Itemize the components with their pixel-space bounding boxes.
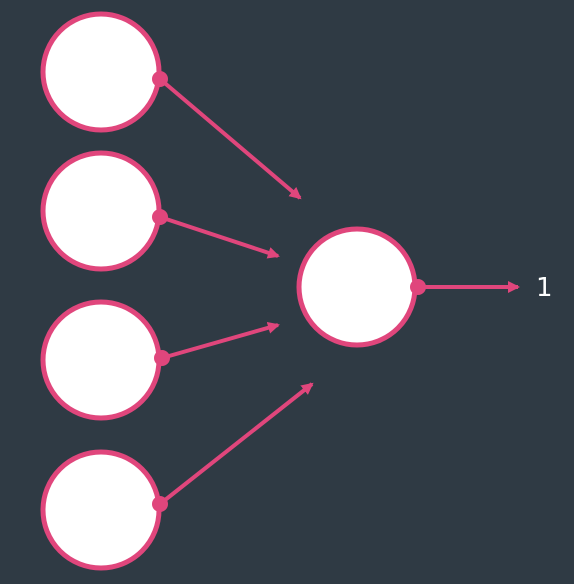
dot-input-2 bbox=[152, 209, 168, 225]
arrow-input-1-to-neuron bbox=[158, 77, 302, 200]
arrow-input-3-to-neuron bbox=[161, 321, 280, 360]
arrow-input-2-to-neuron bbox=[159, 215, 280, 259]
dot-input-4 bbox=[152, 496, 168, 512]
connections bbox=[158, 77, 520, 506]
output-value-label: 1 bbox=[536, 273, 553, 303]
neuron-node bbox=[296, 226, 418, 348]
input-node-4 bbox=[40, 449, 162, 571]
dot-neuron-out bbox=[410, 279, 426, 295]
input-layer bbox=[40, 11, 162, 571]
dot-input-1 bbox=[152, 71, 168, 87]
input-node-2 bbox=[40, 150, 162, 272]
input-node-1 bbox=[40, 11, 162, 133]
connection-dots bbox=[152, 71, 426, 512]
dot-input-3 bbox=[154, 350, 170, 366]
arrow-input-4-to-neuron bbox=[158, 382, 314, 506]
input-node-3 bbox=[40, 299, 162, 421]
